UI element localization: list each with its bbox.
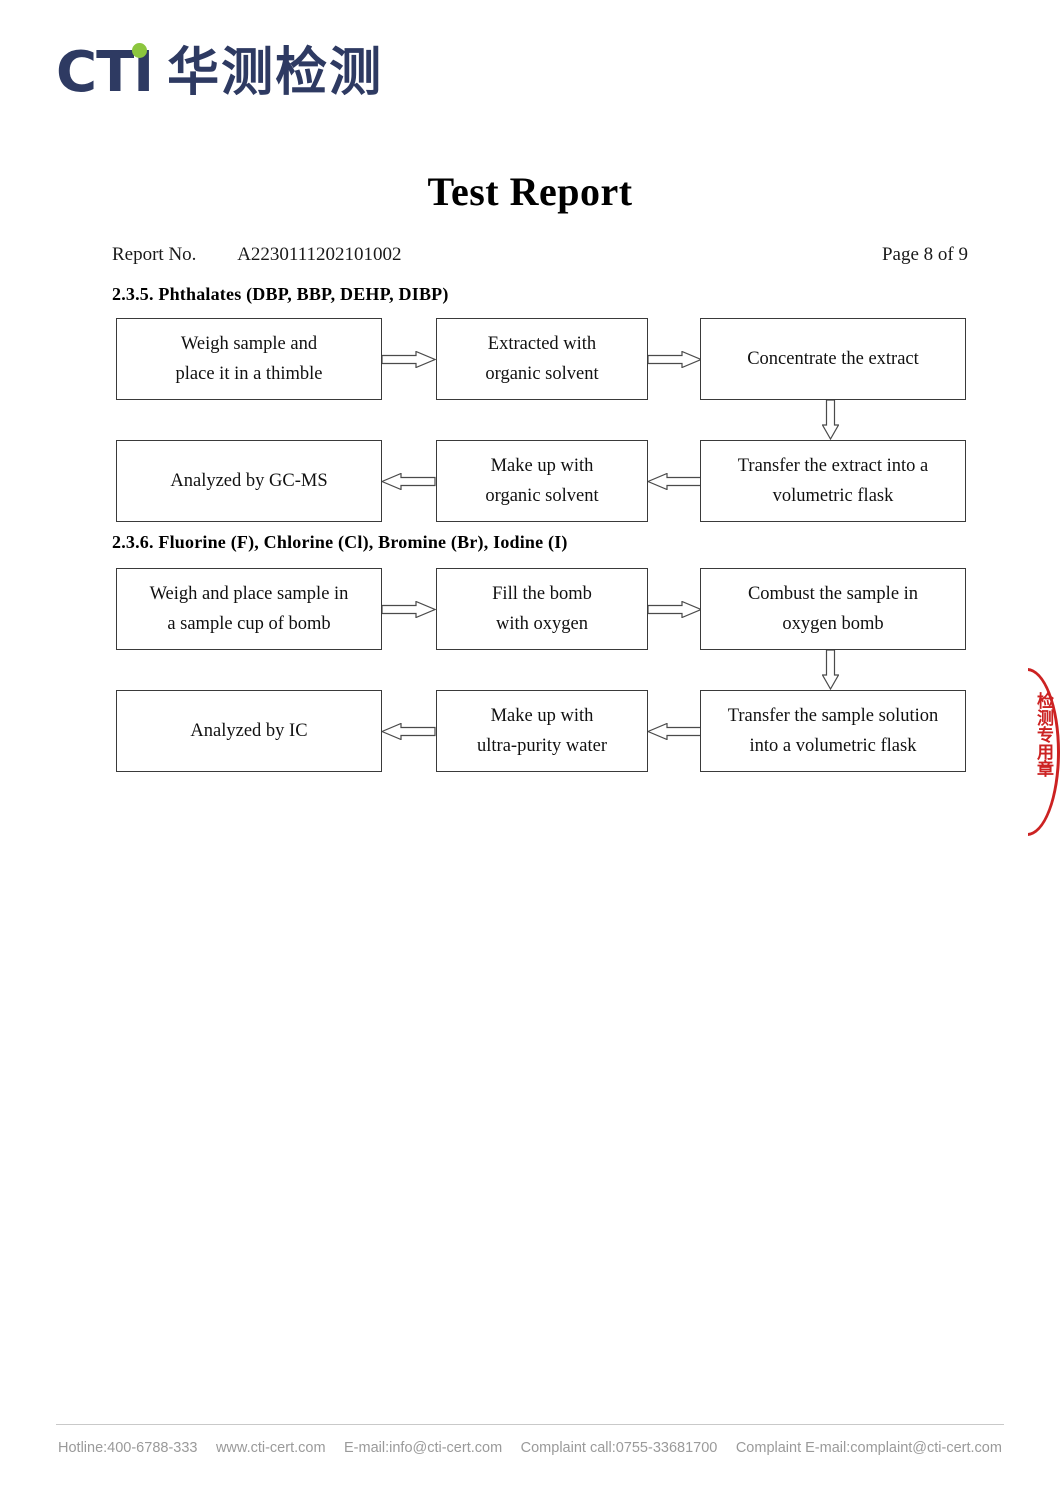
flow-node-line2: volumetric flask xyxy=(772,486,894,506)
arrow-down-icon xyxy=(822,400,839,440)
flow-node-line1: Analyzed by GC-MS xyxy=(170,471,328,491)
report-number-value: A2230111202101002 xyxy=(237,244,402,265)
flow-node-line2: place it in a thimble xyxy=(175,364,323,384)
arrow-down-icon xyxy=(822,650,839,690)
flow-node: Combust the sample in oxygen bomb xyxy=(700,568,966,650)
flow-node-line2: organic solvent xyxy=(485,364,599,384)
flow-node: Fill the bomb with oxygen xyxy=(436,568,648,650)
flow-node-line1: Make up with xyxy=(490,456,594,476)
arrow-right-icon xyxy=(382,351,436,368)
flow-node-line2: ultra-purity water xyxy=(477,736,607,756)
report-meta-row: Report No. A2230111202101002 Page 8 of 9 xyxy=(112,244,968,266)
flow-node: Weigh sample and place it in a thimble xyxy=(116,318,382,400)
flow-node-line2: organic solvent xyxy=(485,486,599,506)
flow-node-line2: oxygen bomb xyxy=(782,614,884,634)
flow-node: Analyzed by GC-MS xyxy=(116,440,382,522)
report-number-label: Report No. xyxy=(112,244,197,265)
cti-logo: CTI 华测检测 xyxy=(56,36,383,102)
arrow-left-icon xyxy=(382,723,436,740)
footer-complaint-call: Complaint call:0755-33681700 xyxy=(520,1440,718,1456)
footer-hotline: Hotline:400-6788-333 xyxy=(58,1440,198,1456)
page-indicator: Page 8 of 9 xyxy=(881,244,968,265)
flow-node: Make up with organic solvent xyxy=(436,440,648,522)
flow-node-line2: with oxygen xyxy=(496,614,588,634)
arrow-right-icon xyxy=(648,601,702,618)
flow-node-line1: Concentrate the extract xyxy=(747,349,919,369)
flow-row-bottom: Analyzed by GC-MS Make up with organic s… xyxy=(116,440,966,522)
flow-node: Transfer the extract into a volumetric f… xyxy=(700,440,966,522)
flow-node-line1: Extracted with xyxy=(487,334,597,354)
flow-node-line2: into a volumetric flask xyxy=(749,736,917,756)
flow-node-line1: Analyzed by IC xyxy=(190,721,308,741)
footer-email[interactable]: E-mail:info@cti-cert.com xyxy=(344,1440,503,1456)
flowchart-phthalates: Weigh sample and place it in a thimble E… xyxy=(116,318,966,522)
flow-node: Extracted with organic solvent xyxy=(436,318,648,400)
flow-row-top: Weigh sample and place it in a thimble E… xyxy=(116,318,966,440)
section-heading-235: 2.3.5. Phthalates (DBP, BBP, DEHP, DIBP) xyxy=(112,284,449,304)
report-number-group: Report No. A2230111202101002 xyxy=(112,244,402,266)
flow-node: Weigh and place sample in a sample cup o… xyxy=(116,568,382,650)
flow-node-line1: Fill the bomb xyxy=(492,584,592,604)
flowchart-halogens: Weigh and place sample in a sample cup o… xyxy=(116,568,966,772)
footer-complaint-email[interactable]: Complaint E-mail:complaint@cti-cert.com xyxy=(735,1440,1002,1456)
logo-chinese-label: 华测检测 xyxy=(167,43,384,103)
flow-node-line1: Make up with xyxy=(490,706,594,726)
page-title: Test Report xyxy=(427,169,633,214)
page-footer: Hotline:400-6788-333 www.cti-cert.com E-… xyxy=(56,1424,1004,1456)
section-heading-236: 2.3.6. Fluorine (F), Chlorine (Cl), Brom… xyxy=(112,532,568,552)
arrow-right-icon xyxy=(648,351,702,368)
arrow-left-icon xyxy=(648,723,702,740)
flow-node-line1: Combust the sample in xyxy=(747,584,919,604)
flow-node: Concentrate the extract xyxy=(700,318,966,400)
footer-divider xyxy=(56,1424,1004,1425)
seal-text: 检测专用章 xyxy=(1033,692,1053,777)
flow-node-line2: a sample cup of bomb xyxy=(167,614,331,634)
flow-node-line1: Transfer the sample solution xyxy=(727,706,939,726)
flow-row-top: Weigh and place sample in a sample cup o… xyxy=(116,568,966,690)
arrow-left-icon xyxy=(382,473,436,490)
flow-node: Make up with ultra-purity water xyxy=(436,690,648,772)
flow-node-line1: Transfer the extract into a xyxy=(737,456,929,476)
flow-node-line1: Weigh sample and xyxy=(180,334,318,354)
footer-website[interactable]: www.cti-cert.com xyxy=(215,1440,326,1456)
arrow-left-icon xyxy=(648,473,702,490)
arrow-right-icon xyxy=(382,601,436,618)
flow-row-bottom: Analyzed by IC Make up with ultra-purity… xyxy=(116,690,966,772)
logo-green-dot-icon xyxy=(132,43,147,58)
logo-latin-text: CTI xyxy=(56,43,154,102)
red-stamp-seal: 检测专用章 xyxy=(1028,668,1060,836)
flow-node: Analyzed by IC xyxy=(116,690,382,772)
flow-node: Transfer the sample solution into a volu… xyxy=(700,690,966,772)
footer-contact-info: Hotline:400-6788-333 www.cti-cert.com E-… xyxy=(56,1440,1004,1456)
flow-node-line1: Weigh and place sample in xyxy=(149,584,349,604)
